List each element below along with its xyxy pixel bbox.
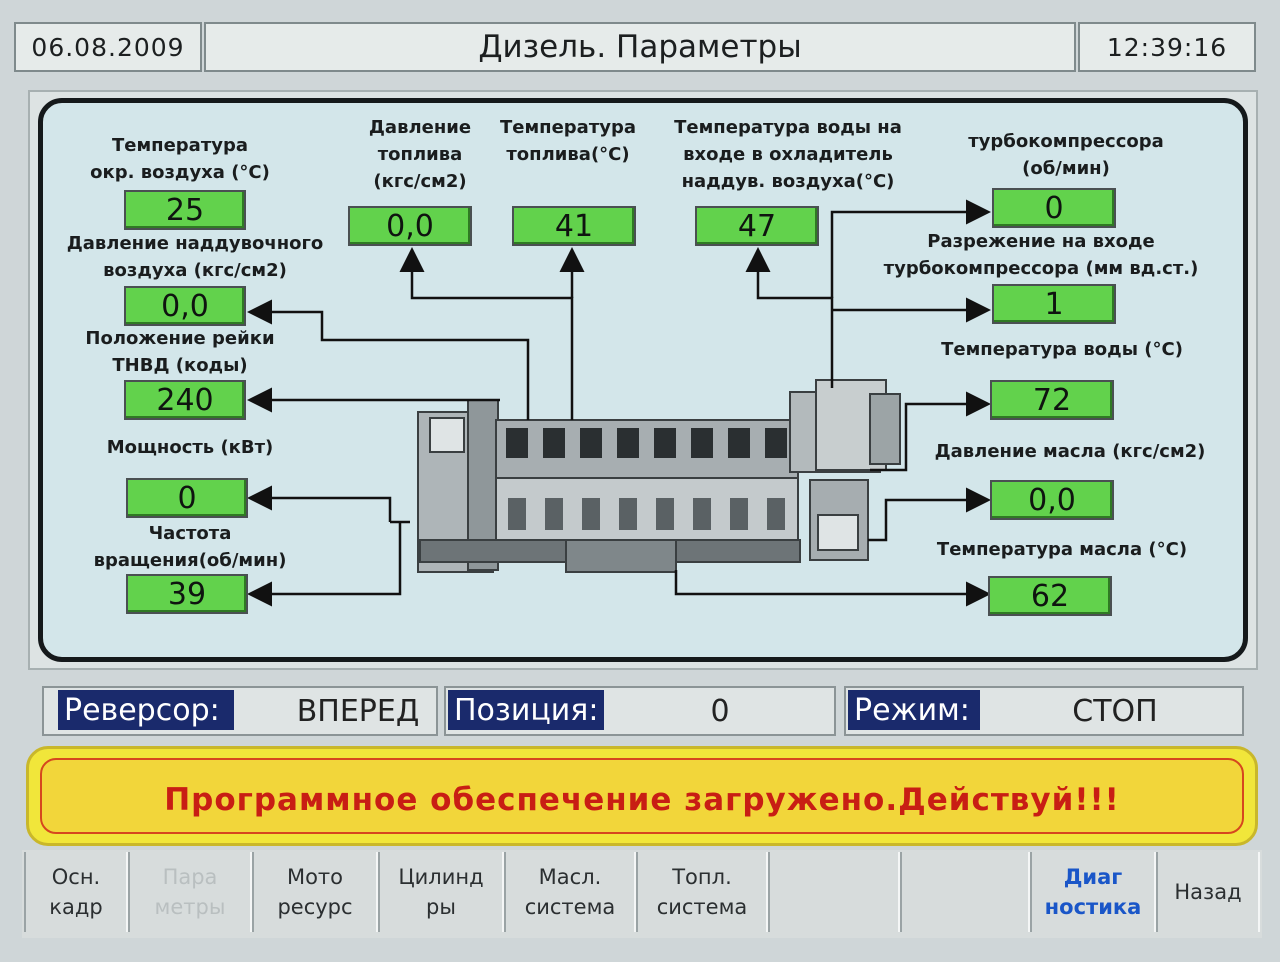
nav-fuel-system[interactable]: Топл. система [636,852,768,932]
reverser-label: Реверсор: [58,690,234,730]
fuel-temp-value: 41 [512,206,636,246]
rack-position-value: 240 [124,380,246,420]
nav-diagnostics[interactable]: Диаг ностика [1030,852,1156,932]
boost-pressure-label: Давление наддувочного воздуха (кгс/см2) [66,233,324,281]
water-temp-label: Температура воды (°C) [941,339,1183,360]
nav-back[interactable]: Назад [1156,852,1260,932]
turbo-rpm-label: турбокомпрессора (об/мин) [968,131,1164,179]
oil-temp-value: 62 [988,576,1112,616]
bottom-nav [22,850,1262,938]
nav-empty-2[interactable] [900,852,1030,932]
nav-main-frame[interactable]: Осн. кадр [24,852,128,932]
date-display: 06.08.2009 [14,22,202,72]
turbo-vacuum-label: Разрежение на входе турбокомпрессора (мм… [883,231,1199,279]
cooler-water-temp-label: Температура воды на входе в охладитель н… [674,117,902,192]
oil-pressure-value: 0,0 [990,480,1114,520]
cylinder-head-icon [543,428,565,458]
cylinder-head-icon [617,428,639,458]
cylinder-body-icon [582,498,600,530]
mode-label: Режим: [848,690,980,730]
cylinder-body-icon [619,498,637,530]
position-label: Позиция: [448,690,604,730]
rpm-value: 39 [126,574,248,614]
oil-pressure-label: Давление масла (кгс/см2) [934,441,1206,462]
oil-temp-label: Температура масла (°C) [936,539,1188,560]
power-label: Мощность (кВт) [106,437,274,458]
fuel-pressure-label: Давление топлива (кгс/см2) [368,117,472,192]
cylinder-body-icon [730,498,748,530]
cylinder-body-icon [767,498,785,530]
rpm-label: Частота вращения(об/мин) [93,523,287,571]
cylinder-head-icon [728,428,750,458]
cylinder-body-icon [508,498,526,530]
cooler-water-temp-value: 47 [695,206,819,246]
cylinder-head-icon [580,428,602,458]
rack-position-label: Положение рейки ТНВД (коды) [85,328,275,376]
air-temp-label: Температура окр. воздуха (°C) [90,135,270,183]
nav-oil-system[interactable]: Масл. система [504,852,636,932]
fuel-temp-label: Температура топлива(°C) [499,117,637,165]
nav-motor-resource[interactable]: Мото ресурс [252,852,378,932]
mode-value: СТОП [1072,693,1158,729]
message-banner-inner [40,758,1244,834]
boost-pressure-value: 0,0 [124,286,246,326]
turbo-rpm-value: 0 [992,188,1116,228]
message-text: Программное обеспечение загружено.Действ… [164,782,1120,818]
cylinder-body-icon [693,498,711,530]
cylinder-head-icon [654,428,676,458]
turbo-vacuum-value: 1 [992,284,1116,324]
diesel-engine-icon [417,379,901,573]
cylinder-body-icon [656,498,674,530]
power-value: 0 [126,478,248,518]
air-temp-value: 25 [124,190,246,230]
water-temp-value: 72 [990,380,1114,420]
reverser-value: ВПЕРЕД [296,693,420,729]
cylinder-body-icon [545,498,563,530]
page-title: Дизель. Параметры [204,22,1076,72]
nav-cylinders[interactable]: Цилинд ры [378,852,504,932]
fuel-pressure-value: 0,0 [348,206,472,246]
position-value: 0 [710,693,730,729]
nav-empty-1[interactable] [768,852,900,932]
time-display: 12:39:16 [1078,22,1256,72]
cylinder-head-icon [765,428,787,458]
cylinder-head-icon [691,428,713,458]
nav-parameters[interactable]: Пара метры [128,852,252,932]
cylinder-head-icon [506,428,528,458]
